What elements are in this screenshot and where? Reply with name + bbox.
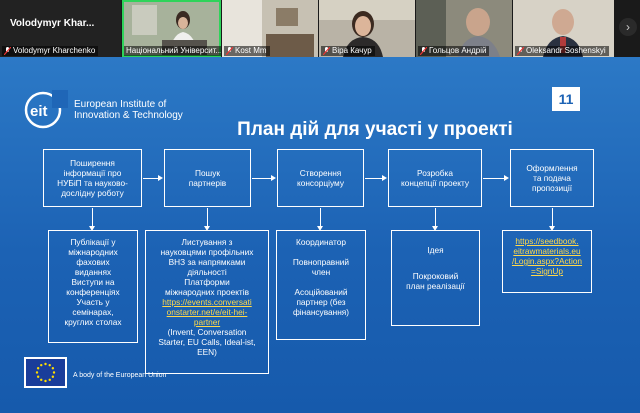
activities-box-partner-search: Листування з науковцями профільних ВНЗ з… — [145, 230, 269, 374]
down-arrow — [89, 208, 95, 231]
participant-name-label: Гольцов Андрій — [418, 46, 490, 56]
participant-name-label: Віра Качур — [321, 46, 375, 56]
participant-tile[interactable]: Volodymyr Khar... Volodymyr Kharchenko — [0, 0, 121, 57]
participant-big-name: Volodymyr Khar... — [10, 18, 95, 29]
muted-mic-icon — [226, 47, 233, 55]
eit-logo: eit European Institute of Innovation & T… — [22, 90, 183, 130]
participant-tile[interactable]: Віра Качур — [319, 0, 415, 57]
participant-name-label: Volodymyr Kharchenko — [2, 46, 99, 56]
seedbook-link[interactable]: =SignUp — [530, 266, 564, 276]
conversation-starter-link[interactable]: partner — [193, 317, 221, 327]
flow-arrow — [252, 175, 276, 181]
shared-slide: eit European Institute of Innovation & T… — [0, 57, 640, 413]
participant-tile-active[interactable]: Національний Університ... — [122, 0, 221, 57]
slide-title: План дій для участі у проекті — [237, 119, 513, 140]
participant-name-label: Oleksandr Soshenskyi — [515, 46, 609, 56]
eu-flag — [24, 357, 67, 388]
seedbook-link[interactable]: eitrawmaterials.eu — [513, 246, 581, 256]
seedbook-link[interactable]: https://seedbook. — [515, 236, 579, 246]
participant-name-label: Kost Mm — [224, 46, 270, 56]
activities-box-publications: Публікації у міжнародних фахових видання… — [48, 230, 138, 343]
muted-mic-icon — [517, 47, 524, 55]
muted-mic-icon — [323, 47, 330, 55]
participant-tile[interactable]: Kost Mm — [222, 0, 318, 57]
slide-page-number: 11 — [552, 87, 580, 111]
down-arrow — [549, 208, 555, 231]
flow-arrow — [365, 175, 387, 181]
activities-box-seedbook: https://seedbook. eitrawmaterials.eu /Lo… — [502, 230, 592, 293]
eu-stars-icon — [35, 362, 56, 383]
step-box-partners: Пошук партнерів — [164, 149, 251, 207]
step-box-submission: Оформлення та подача пропозиції — [510, 149, 594, 207]
eit-logo-text: European Institute of Innovation & Techn… — [74, 99, 183, 121]
participant-name-label: Національний Університ... — [124, 46, 221, 56]
step-box-consortium: Створення консорціуму — [277, 149, 364, 207]
activities-box-idea: Ідея Покроковий план реалізації — [391, 230, 480, 326]
flow-arrow — [483, 175, 509, 181]
down-arrow — [317, 208, 323, 231]
muted-mic-icon — [420, 47, 427, 55]
participant-tile[interactable]: Oleksandr Soshenskyi — [513, 0, 614, 57]
muted-mic-icon — [4, 47, 11, 55]
conversation-starter-link[interactable]: onstarter.net/e/eit-hei- — [166, 307, 248, 317]
step-box-concept: Розробка концепції проекту — [388, 149, 482, 207]
step-box-dissemination: Поширення інформації про НУБіП та науков… — [43, 149, 142, 207]
svg-text:eit: eit — [30, 103, 48, 120]
participant-strip: Volodymyr Khar... Volodymyr Kharchenko Н… — [0, 0, 640, 57]
seedbook-link[interactable]: /Login.aspx?Action — [511, 256, 583, 266]
eu-caption: A body of the European Union — [73, 372, 167, 379]
conversation-starter-link[interactable]: https://events.conversati — [162, 297, 252, 307]
next-participants-button[interactable]: › — [619, 18, 637, 36]
flow-arrow — [143, 175, 163, 181]
eit-logo-icon: eit — [24, 90, 68, 129]
participant-tile[interactable]: Гольцов Андрій — [416, 0, 512, 57]
activities-box-roles: Координатор Повноправний член Асоційован… — [276, 230, 366, 340]
down-arrow — [204, 208, 210, 231]
down-arrow — [432, 208, 438, 231]
